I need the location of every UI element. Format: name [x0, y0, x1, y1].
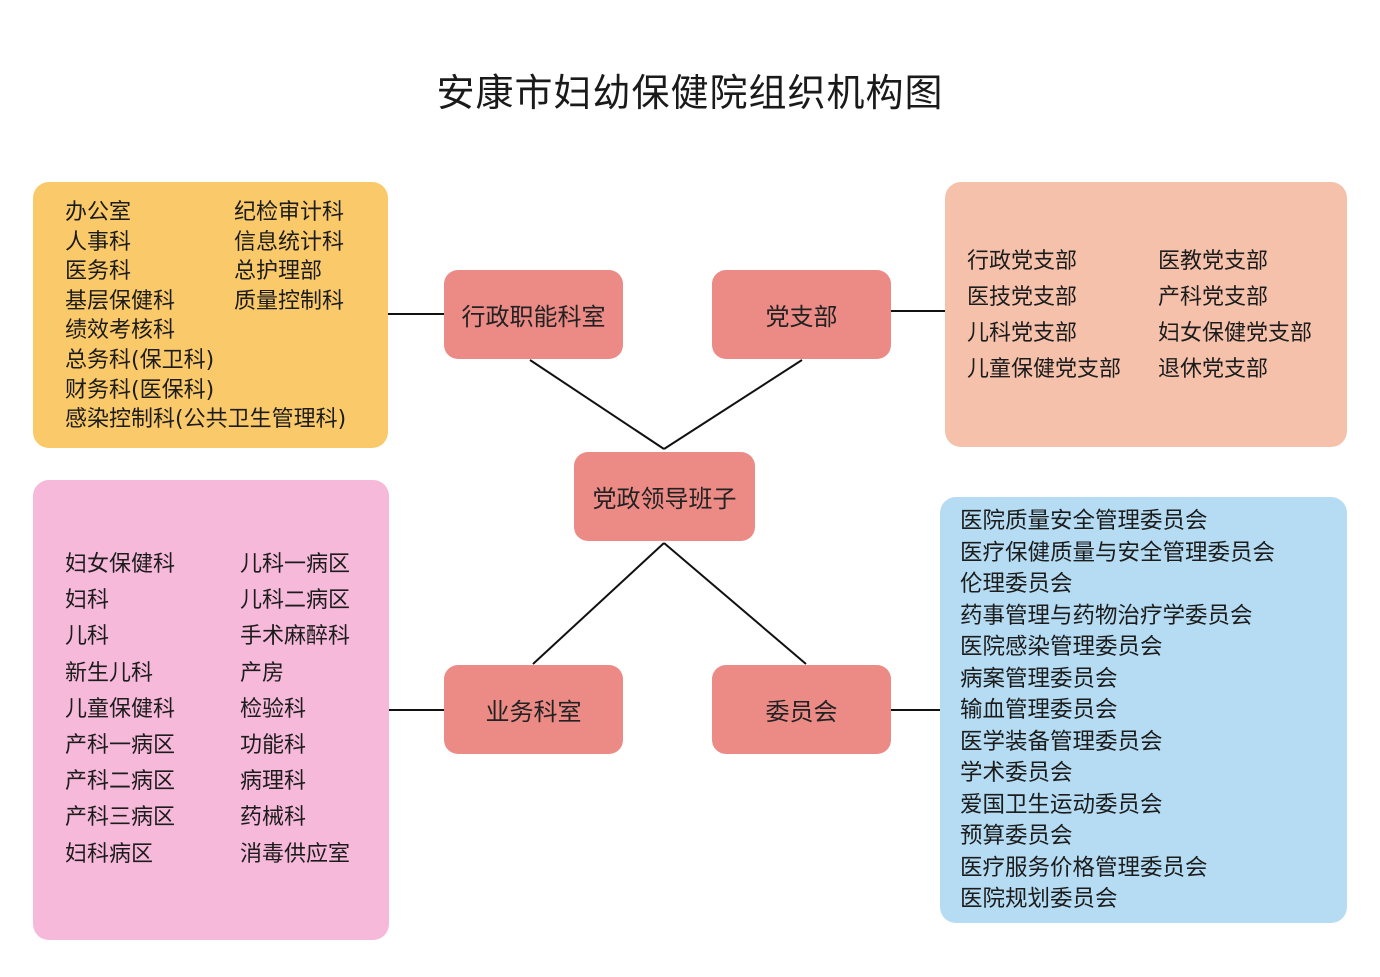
committee-item: 医院感染管理委员会 [960, 634, 1163, 660]
admin-department-item: 总护理部 [234, 259, 323, 285]
admin-department-item: 质量控制科 [234, 288, 345, 314]
committee-item: 学术委员会 [960, 760, 1073, 786]
admin-departments-panel: 办公室人事科医务科基层保健科绩效考核科总务科(保卫科) 财务科(医保科) 感染控制科… [33, 182, 388, 448]
committee-item: 伦理委员会 [960, 571, 1073, 597]
party-branch-item: 医教党支部 [1158, 249, 1269, 274]
business-department-item: 儿科一病区 [240, 552, 351, 577]
business-department-item: 妇女保健科 [65, 552, 176, 577]
admin-department-item: 纪检审计科 [234, 200, 345, 225]
chart-title: 安康市妇幼保健院组织机构图 [436, 71, 944, 115]
business-department-item: 儿科二病区 [240, 588, 351, 614]
party-branch-item: 儿科党支部 [967, 321, 1078, 346]
business-departments-col1: 妇女保健科妇科儿科新生儿科儿童保健科产科一病区产科二病区产科三病区妇科病区 [65, 547, 175, 873]
party-branch-item: 妇女保健党支部 [1158, 321, 1313, 346]
connector-center-admin [529, 359, 665, 450]
committee-item: 医疗保健质量与安全管理委员会 [960, 539, 1276, 566]
business-department-item: 手术麻醉科 [240, 624, 351, 650]
business-department-item: 产科一病区 [65, 733, 176, 759]
committees-panel: 医院质量安全管理委员会医疗保健质量与安全管理委员会伦理委员会药事管理与药物治疗学… [940, 497, 1347, 923]
admin-department-item: 基层保健科 [65, 288, 176, 314]
committee-item: 医学装备管理委员会 [960, 728, 1163, 755]
committee-item: 输血管理委员会 [960, 697, 1118, 723]
business-department-item: 检验科 [240, 696, 307, 722]
node-committees: 委员会 [712, 665, 891, 754]
party-branches-panel: 行政党支部医技党支部儿科党支部儿童保健党支部 医教党支部产科党支部妇女保健党支部… [945, 182, 1347, 447]
business-department-item: 产科三病区 [65, 805, 176, 831]
party-branch-item: 退休党支部 [1158, 357, 1269, 382]
committee-item: 爱国卫生运动委员会 [960, 791, 1163, 818]
business-department-item: 药械科 [240, 805, 307, 831]
party-branch-item: 儿童保健党支部 [967, 357, 1122, 382]
connector-center-business [532, 542, 665, 665]
admin-department-item: 信息统计科 [234, 229, 345, 255]
connector-center-party [663, 359, 803, 450]
business-departments-panel: 妇女保健科妇科儿科新生儿科儿童保健科产科一病区产科二病区产科三病区妇科病区 儿科… [33, 480, 389, 940]
party-branches-col2: 医教党支部产科党支部妇女保健党支部退休党支部 [1158, 244, 1312, 388]
business-department-item: 病理科 [240, 769, 307, 795]
connector-center-committee [663, 542, 807, 665]
business-department-item: 产科二病区 [65, 769, 176, 795]
node-party-branch: 党支部 [712, 270, 891, 359]
admin-department-item: 办公室 [65, 200, 132, 225]
admin-departments-col1: 办公室人事科医务科基层保健科绩效考核科总务科(保卫科) 财务科(医保科) 感染控制科… [65, 198, 346, 435]
committee-item: 预算委员会 [960, 823, 1073, 849]
business-department-item: 功能科 [240, 733, 307, 759]
committees-list: 医院质量安全管理委员会医疗保健质量与安全管理委员会伦理委员会药事管理与药物治疗学… [960, 506, 1275, 916]
business-department-item: 妇科 [65, 588, 110, 614]
node-business-departments: 业务科室 [444, 665, 623, 754]
party-branch-item: 行政党支部 [967, 249, 1078, 274]
admin-department-item: 医务科 [65, 259, 132, 285]
party-branch-item: 医技党支部 [967, 285, 1078, 310]
committee-item: 医疗服务价格管理委员会 [960, 854, 1208, 881]
committee-item: 病案管理委员会 [960, 665, 1118, 692]
admin-department-item: 感染控制科(公共卫生管理科) [65, 407, 347, 433]
admin-department-item: 总务科(保卫科) [65, 347, 215, 373]
admin-department-item: 绩效考核科 [65, 318, 176, 344]
business-departments-col2: 儿科一病区儿科二病区手术麻醉科产房检验科功能科病理科药械科消毒供应室 [240, 547, 350, 873]
business-department-item: 妇科病区 [65, 841, 154, 867]
party-branches-col1: 行政党支部医技党支部儿科党支部儿童保健党支部 [967, 244, 1121, 388]
committee-item: 医院规划委员会 [960, 886, 1118, 912]
business-department-item: 新生儿科 [65, 660, 154, 686]
node-admin-departments: 行政职能科室 [444, 270, 623, 359]
admin-department-item: 财务科(医保科) [65, 377, 215, 403]
admin-departments-col2: 纪检审计科信息统计科总护理部质量控制科 [234, 198, 344, 316]
committee-item: 药事管理与药物治疗学委员会 [960, 602, 1253, 629]
business-department-item: 儿童保健科 [65, 696, 176, 722]
admin-department-item: 人事科 [65, 229, 132, 255]
business-department-item: 产房 [240, 660, 285, 686]
business-department-item: 消毒供应室 [240, 841, 351, 867]
committee-item: 医院质量安全管理委员会 [960, 508, 1208, 534]
node-leadership: 党政领导班子 [574, 452, 755, 541]
party-branch-item: 产科党支部 [1158, 285, 1269, 310]
business-department-item: 儿科 [65, 624, 110, 650]
